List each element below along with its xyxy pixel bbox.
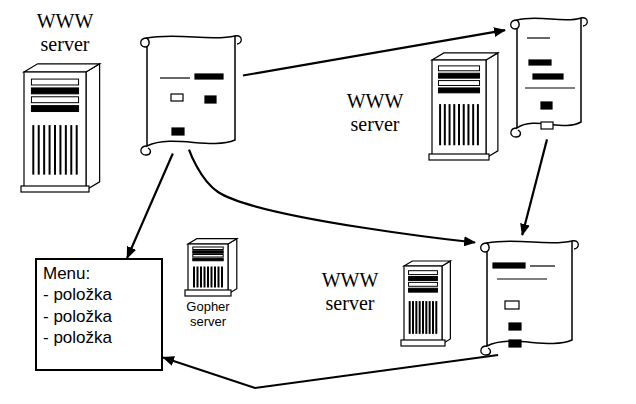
www-server-tower xyxy=(429,53,498,160)
server-label: WWW server xyxy=(333,90,417,136)
menu-heading: Menu: xyxy=(43,263,151,284)
menu-item: - položka xyxy=(43,327,151,348)
www-server-tower xyxy=(21,64,100,192)
document-scroll xyxy=(475,235,580,360)
link-arrow xyxy=(243,30,505,75)
link-arrow xyxy=(522,139,547,235)
link-arrow xyxy=(127,154,173,259)
web-document: WWW server xyxy=(505,12,589,142)
menu-item: - položka xyxy=(43,284,151,305)
menu-box: Menu:- položka- položka- položka xyxy=(35,258,163,371)
menu-item: - položka xyxy=(43,306,151,327)
server-label: Gopher server xyxy=(175,300,241,330)
server-label: WWW server xyxy=(308,269,392,315)
server-label: WWW server xyxy=(23,10,107,56)
document-scroll xyxy=(505,12,589,142)
web-document: WWW server xyxy=(135,30,243,160)
gopher-server-tower xyxy=(185,239,237,296)
www-server-tower xyxy=(401,261,450,346)
web-document: WWW server xyxy=(475,235,580,360)
link-arrow xyxy=(189,150,475,243)
document-scroll xyxy=(135,30,243,160)
link-arrow xyxy=(163,355,498,388)
